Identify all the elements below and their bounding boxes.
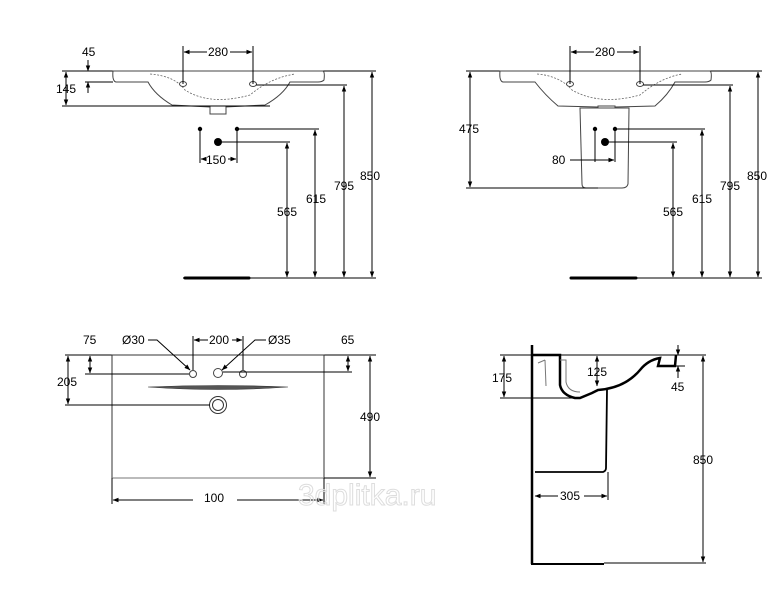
basin-front-outline	[499, 70, 712, 108]
plan-view: 75 205 Ø30 200 Ø35 65 490 100	[57, 333, 380, 505]
dim-label: 280	[208, 45, 228, 59]
tap-hole	[189, 370, 197, 378]
dim-label: 565	[663, 205, 683, 219]
dim-label: 100	[204, 491, 224, 505]
dim-label: Ø30	[122, 333, 145, 347]
waste-outlet	[209, 105, 227, 115]
dim-label: 65	[341, 333, 355, 347]
dim-label: 305	[560, 489, 580, 503]
dim-label: 80	[552, 153, 566, 167]
dim-label: 490	[360, 410, 380, 424]
dim-label: 125	[587, 365, 607, 379]
front-view-pedestal: 475 280 80 565 615 795 850	[459, 45, 767, 280]
watermark: 3dplitka.ru	[298, 479, 436, 512]
dim-label: 615	[306, 192, 326, 206]
dim-label: 45	[82, 45, 96, 59]
dim-label: Ø35	[268, 333, 291, 347]
dim-label: 565	[277, 205, 297, 219]
dim-label: 850	[747, 169, 767, 183]
tap-hole	[213, 368, 223, 378]
dim-label: 280	[595, 45, 615, 59]
basin-side-profile	[533, 353, 678, 400]
dim-label: 615	[692, 192, 712, 206]
dim-label: 850	[360, 169, 380, 183]
dim-label: 145	[56, 82, 76, 96]
basin-front-outline	[112, 70, 325, 108]
dim-label: 45	[671, 380, 685, 394]
dim-label: 75	[83, 333, 97, 347]
pedestal-side	[535, 389, 608, 473]
dim-label: 850	[693, 453, 713, 467]
side-view: 175 125 45 850 305	[492, 345, 713, 565]
dim-label: 175	[492, 371, 512, 385]
dim-label: 200	[209, 333, 229, 347]
dim-label: 205	[57, 375, 77, 389]
dim-label: 150	[206, 153, 226, 167]
dim-label: 795	[720, 179, 740, 193]
pedestal	[579, 107, 630, 189]
dim-label: 795	[334, 179, 354, 193]
overflow-slot	[147, 385, 289, 390]
dim-label: 475	[459, 122, 479, 136]
front-view-bracket: 45 145 280 150 565 615 795 850	[56, 45, 380, 280]
